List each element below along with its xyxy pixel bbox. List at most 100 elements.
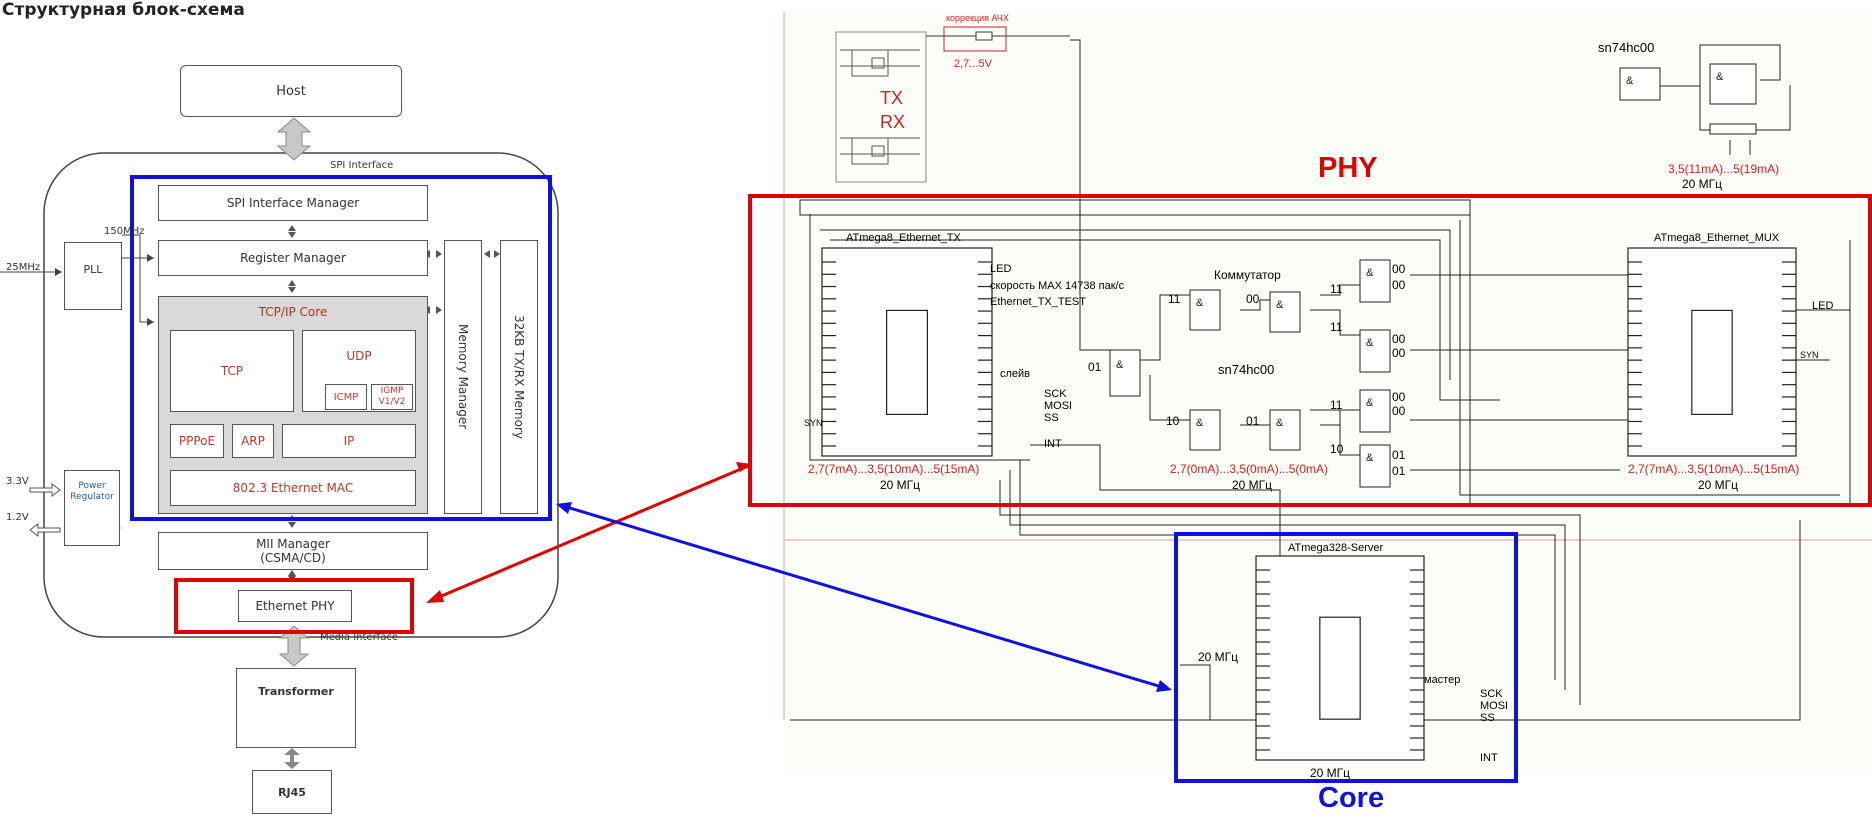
svg-text:&: & xyxy=(1366,452,1374,464)
mii-manager-block: MII Manager (CSMA/CD) xyxy=(158,532,428,570)
commutator-label: Коммутатор xyxy=(1214,268,1281,282)
bit-label: 00 xyxy=(1392,404,1406,418)
core-label: Core xyxy=(1318,782,1385,814)
freq-right: 20 МГц xyxy=(1698,478,1739,492)
mac-label: 802.3 Ethernet MAC xyxy=(232,481,354,495)
int-left: INT xyxy=(1044,438,1062,450)
mcu-server-chip-ic xyxy=(1319,616,1361,720)
bit-label: 00 xyxy=(1392,278,1406,292)
host-label: Host xyxy=(276,83,306,99)
tcpip-core-label: TCP/IP Core xyxy=(258,305,328,319)
memory-block: 32KB TX/RX Memory xyxy=(500,240,538,514)
tcp-block: TCP xyxy=(170,330,294,412)
tcp-label: TCP xyxy=(220,364,244,378)
sck-left: SCK xyxy=(1044,388,1067,400)
power-regulator-label: Power Regulator xyxy=(70,481,114,502)
mcu-mux-chip-ic xyxy=(1691,309,1733,415)
phy-label: PHY xyxy=(1318,152,1378,184)
media-interface-label: Media Interface xyxy=(320,632,398,643)
host-block: Host xyxy=(180,65,402,117)
bit-label: 00 xyxy=(1392,262,1406,276)
bit-label: 00 xyxy=(1246,292,1260,306)
core-freq-left: 20 МГц xyxy=(1198,650,1239,664)
svg-text:&: & xyxy=(1366,337,1374,349)
arp-label: ARP xyxy=(241,434,265,448)
memory-manager-block: Memory Manager xyxy=(444,240,482,514)
tx-test-label: Ethernet_TX_TEST xyxy=(990,296,1086,308)
bit-label: 00 xyxy=(1392,390,1406,404)
bit-label: 01 xyxy=(1088,360,1102,374)
ss-left: SS xyxy=(1044,412,1059,424)
svg-text:&: & xyxy=(1116,359,1124,371)
mcu-tx-label: ATmega8_Ethernet_TX xyxy=(846,232,961,244)
speed-label: скорость MAX 14738 пак/с xyxy=(990,280,1125,292)
bit-label: 01 xyxy=(1392,464,1406,478)
svg-text:&: & xyxy=(1276,299,1284,311)
current-right: 2,7(7mA)...3,5(10mA)...5(15mA) xyxy=(1628,462,1800,476)
spi-interface-label: SPI Interface xyxy=(330,160,394,171)
rj45-label: RJ45 xyxy=(278,785,306,799)
icmp-block: ICMP xyxy=(325,384,367,410)
svg-text:&: & xyxy=(1716,71,1724,83)
syn-left: SYN xyxy=(804,418,823,428)
pppoe-block: PPPoE xyxy=(170,424,224,458)
bit-label: 00 xyxy=(1392,332,1406,346)
pll-label: PLL xyxy=(83,263,103,276)
core-freq-bottom: 20 МГц xyxy=(1310,766,1351,780)
arp-block: ARP xyxy=(232,424,274,458)
svg-text:&: & xyxy=(1366,397,1374,409)
current-left: 2,7(7mA)...3,5(10mA)...5(15mA) xyxy=(808,462,980,476)
transformer-label: Transformer xyxy=(258,685,334,698)
svg-text:&: & xyxy=(1366,267,1374,279)
acx-range: 2,7...5V xyxy=(954,58,992,70)
led-right-label: LED xyxy=(1812,300,1834,312)
current-mid: 2,7(0mA)...3,5(0mA)...5(0mA) xyxy=(1170,462,1329,476)
mcu-server-label: ATmega328-Server xyxy=(1288,542,1384,554)
top-freq: 20 МГц xyxy=(1682,177,1723,191)
bit-label: 11 xyxy=(1330,398,1343,412)
pll-block: PLL xyxy=(64,242,122,310)
syn-right: SYN xyxy=(1800,350,1819,360)
svg-text:&: & xyxy=(1276,417,1284,429)
svg-text:&: & xyxy=(1196,417,1204,429)
igmp-block: IGMP V1/V2 xyxy=(371,384,413,410)
bit-label: 10 xyxy=(1166,414,1180,428)
mii-manager-sub: (CSMA/CD) xyxy=(260,551,326,565)
bit-label: 01 xyxy=(1246,414,1260,428)
sck-core: SCK xyxy=(1480,688,1503,700)
figure-title: Структурная блок-схема xyxy=(2,0,245,20)
spi-manager-block: SPI Interface Manager xyxy=(158,185,428,221)
bit-label: 11 xyxy=(1168,292,1181,306)
sn74-top-label: sn74hc00 xyxy=(1598,40,1655,55)
igmp-label: IGMP V1/V2 xyxy=(378,386,406,407)
udp-label: UDP xyxy=(346,349,372,363)
mii-manager-label: MII Manager xyxy=(256,537,330,551)
clk-in-label: 25MHz xyxy=(6,262,41,273)
mcu-mux-label: ATmega8_Ethernet_MUX xyxy=(1654,232,1780,244)
icmp-label: ICMP xyxy=(333,391,359,403)
rj45-block: RJ45 xyxy=(252,770,332,814)
register-manager-label: Register Manager xyxy=(240,251,346,265)
spi-manager-label: SPI Interface Manager xyxy=(226,196,360,210)
mcu-tx-chip-ic xyxy=(885,309,928,415)
v33-label: 3.3V xyxy=(6,476,29,487)
tx-label: TX xyxy=(880,88,904,108)
power-regulator-block: Power Regulator xyxy=(64,470,120,546)
freq-mid: 20 МГц xyxy=(1232,478,1273,492)
int-core: INT xyxy=(1480,752,1498,764)
bit-label: 01 xyxy=(1392,448,1406,462)
svg-text:&: & xyxy=(1626,75,1634,87)
mac-block: 802.3 Ethernet MAC xyxy=(170,470,416,506)
bit-label: 11 xyxy=(1330,282,1343,296)
bit-label: 11 xyxy=(1330,320,1343,334)
sn74-mid-label: sn74hc00 xyxy=(1218,362,1275,377)
register-manager-block: Register Manager xyxy=(158,240,428,276)
freq-left: 20 МГц xyxy=(880,478,921,492)
clk-out-label: 150MHz xyxy=(104,226,145,237)
pppoe-label: PPPoE xyxy=(178,434,216,448)
acx-label: коррекция АЧХ xyxy=(946,13,1009,23)
ss-core: SS xyxy=(1480,712,1495,724)
svg-text:&: & xyxy=(1196,297,1204,309)
bit-label: 00 xyxy=(1392,346,1406,360)
